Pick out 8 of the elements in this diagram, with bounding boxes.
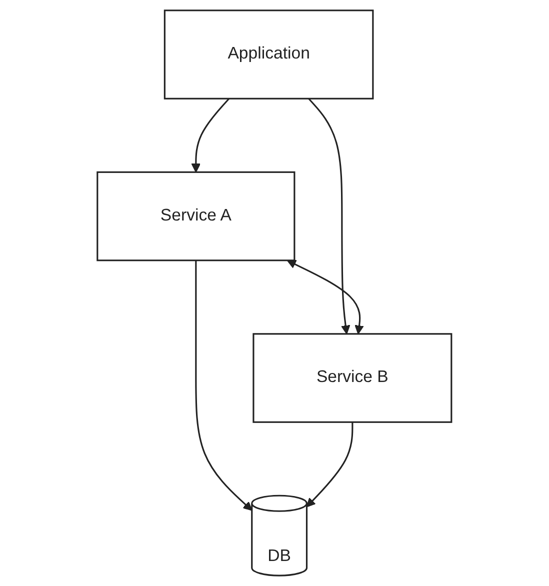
node-box: Service A (96, 171, 296, 262)
arrow (195, 260, 252, 511)
node-box: Service B (252, 333, 452, 423)
arrow (306, 422, 354, 508)
arrow (308, 98, 350, 334)
arrow (287, 260, 364, 334)
arrow (191, 98, 230, 173)
node-box: Application (164, 10, 374, 100)
